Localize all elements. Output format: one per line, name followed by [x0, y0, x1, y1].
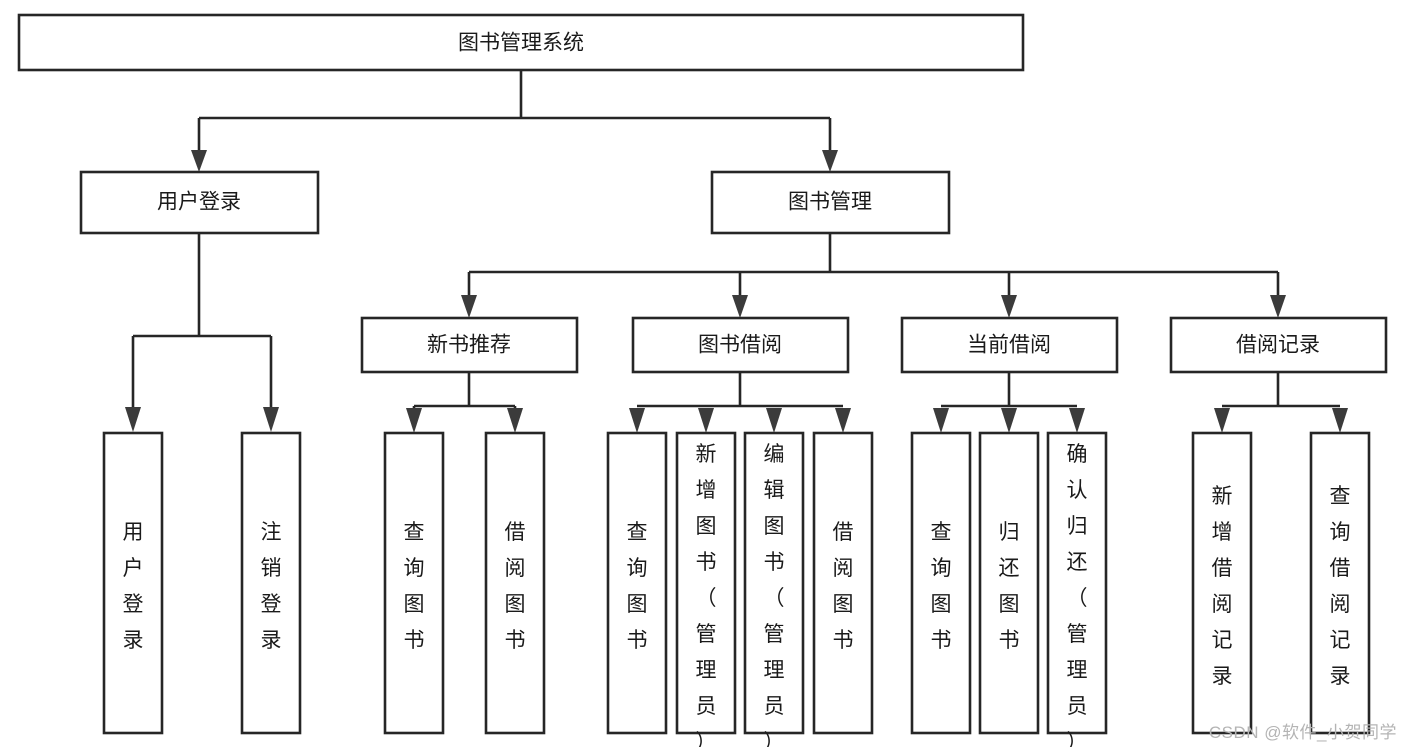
- leaf-node[interactable]: 确认归还（管理员）: [1046, 431, 1108, 747]
- node-borrow-record-label: 借阅记录: [1236, 334, 1320, 357]
- arrow-bookmgmt-child-3: [1001, 295, 1017, 318]
- leaf-label: 归还图书: [999, 521, 1020, 652]
- leaf-node[interactable]: 编辑图书（管理员）: [743, 431, 805, 747]
- node-current-borrow-label: 当前借阅: [967, 334, 1051, 357]
- node-user-login[interactable]: 用户登录: [79, 170, 320, 235]
- leaf-box[interactable]: [1191, 431, 1253, 735]
- connector-layer: [125, 70, 1348, 433]
- node-user-login-box[interactable]: [79, 170, 320, 235]
- leaf-box[interactable]: [978, 431, 1040, 735]
- arrow-bookmgmt-child-1: [461, 295, 477, 318]
- leaf-label: 查询图书: [931, 521, 952, 652]
- node-book-borrow-box[interactable]: [631, 316, 850, 374]
- arrow-record-leaf-1: [1214, 408, 1230, 433]
- leaf-box[interactable]: [383, 431, 445, 735]
- leaf-box[interactable]: [1046, 431, 1108, 735]
- arrow-bookmgmt-child-4: [1270, 295, 1286, 318]
- node-root[interactable]: 图书管理系统: [17, 13, 1025, 72]
- arrow-current-leaf-1: [933, 408, 949, 433]
- leaf-label: 用户登录: [123, 521, 144, 652]
- node-book-borrow-label: 图书借阅: [698, 334, 782, 357]
- leaf-node[interactable]: 新增借阅记录: [1191, 431, 1253, 735]
- leaf-label: 确认归还（管理员）: [1067, 443, 1088, 747]
- leaf-label: 查询借阅记录: [1330, 485, 1351, 688]
- leaf-label: 借阅图书: [505, 521, 526, 652]
- arrow-current-leaf-2: [1001, 408, 1017, 433]
- node-book-management[interactable]: 图书管理: [710, 170, 951, 235]
- arrow-borrow-leaf-1: [629, 408, 645, 433]
- leaf-box[interactable]: [1309, 431, 1371, 735]
- arrow-newbook-leaf-1: [406, 408, 422, 433]
- leaf-node[interactable]: 查询借阅记录: [1309, 431, 1371, 735]
- leaf-node[interactable]: 查询图书: [606, 431, 668, 735]
- csdn-watermark: CSDN @软件_小贺同学: [1208, 723, 1397, 742]
- leaf-box[interactable]: [910, 431, 972, 735]
- arrow-borrow-leaf-3: [766, 408, 782, 433]
- arrow-record-leaf-2: [1332, 408, 1348, 433]
- node-book-management-box[interactable]: [710, 170, 951, 235]
- node-new-book-recommend-label: 新书推荐: [427, 334, 511, 357]
- node-book-management-label: 图书管理: [788, 191, 872, 214]
- leaf-label: 新增图书（管理员）: [696, 443, 717, 747]
- leaf-node[interactable]: 新增图书（管理员）: [675, 431, 737, 747]
- leaf-node[interactable]: 借阅图书: [812, 431, 874, 735]
- arrow-current-leaf-3: [1069, 408, 1085, 433]
- leaf-label: 查询图书: [404, 521, 425, 652]
- arrow-root-to-user-login: [191, 150, 207, 172]
- leaf-box[interactable]: [675, 431, 737, 735]
- node-borrow-record-box[interactable]: [1169, 316, 1388, 374]
- arrow-root-to-book-mgmt: [822, 150, 838, 172]
- node-root-box[interactable]: [17, 13, 1025, 72]
- node-root-label: 图书管理系统: [458, 32, 584, 55]
- node-new-book-recommend[interactable]: 新书推荐: [360, 316, 579, 374]
- leaf-node[interactable]: 查询图书: [383, 431, 445, 735]
- node-user-login-label: 用户登录: [157, 191, 241, 214]
- node-borrow-record[interactable]: 借阅记录: [1169, 316, 1388, 374]
- arrow-borrow-leaf-4: [835, 408, 851, 433]
- leaf-label: 新增借阅记录: [1212, 485, 1233, 688]
- leaf-label: 注销登录: [261, 521, 282, 652]
- leaf-box[interactable]: [606, 431, 668, 735]
- node-book-borrow[interactable]: 图书借阅: [631, 316, 850, 374]
- leaf-label: 编辑图书（管理员）: [764, 443, 785, 747]
- leaf-label: 查询图书: [627, 521, 648, 652]
- leaf-box[interactable]: [102, 431, 164, 735]
- node-new-book-recommend-box[interactable]: [360, 316, 579, 374]
- leaf-box[interactable]: [812, 431, 874, 735]
- arrow-userlogin-leaf-2: [263, 407, 279, 432]
- leaf-box[interactable]: [240, 431, 302, 735]
- node-current-borrow-box[interactable]: [900, 316, 1119, 374]
- arrow-newbook-leaf-2: [507, 408, 523, 433]
- arrow-userlogin-leaf-1: [125, 407, 141, 432]
- leaf-node[interactable]: 借阅图书: [484, 431, 546, 735]
- leaf-box[interactable]: [484, 431, 546, 735]
- leaf-node[interactable]: 归还图书: [978, 431, 1040, 735]
- arrow-bookmgmt-child-2: [732, 295, 748, 318]
- leaf-node[interactable]: 注销登录: [240, 431, 302, 735]
- arrow-borrow-leaf-2: [698, 408, 714, 433]
- node-current-borrow[interactable]: 当前借阅: [900, 316, 1119, 374]
- leaf-node[interactable]: 用户登录: [102, 431, 164, 735]
- leaf-box[interactable]: [743, 431, 805, 735]
- leaf-node[interactable]: 查询图书: [910, 431, 972, 735]
- leaf-label: 借阅图书: [833, 521, 854, 652]
